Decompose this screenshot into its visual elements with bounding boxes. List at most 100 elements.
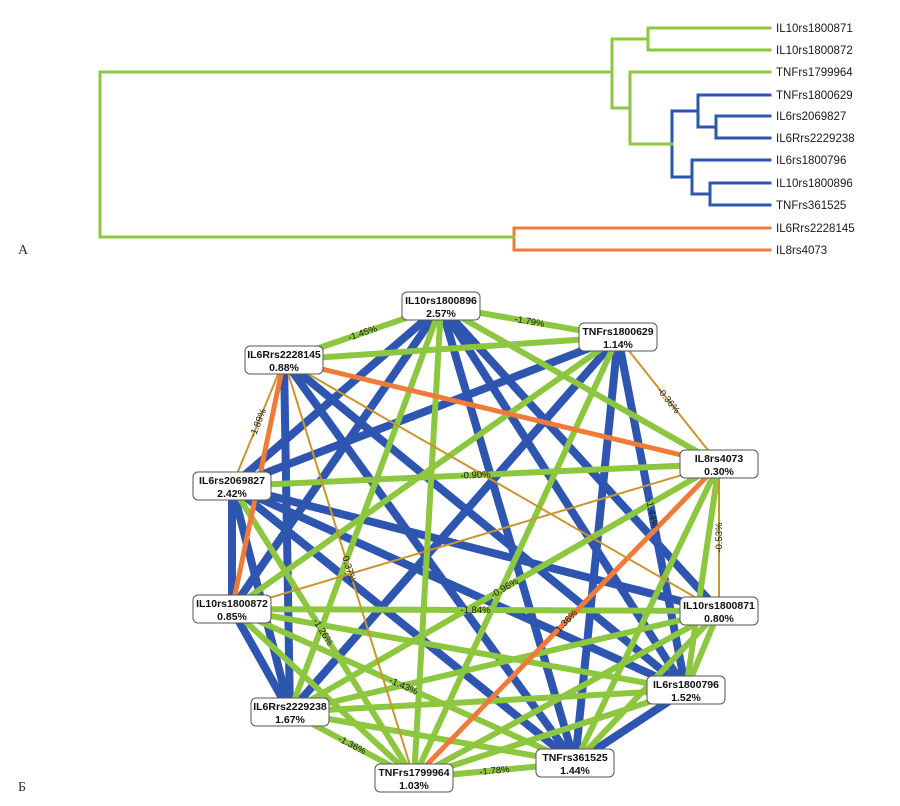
edge-weight-label: -0.90% <box>460 469 491 481</box>
network-edge <box>283 359 415 779</box>
network-edge <box>231 359 285 487</box>
dendrogram-leaf-label: IL10rs1800896 <box>776 178 853 190</box>
network-edge <box>412 462 721 780</box>
node-box <box>250 697 330 727</box>
node-name: IL10rs1800871 <box>683 600 755 612</box>
node-box <box>535 748 615 778</box>
node-value: 1.52% <box>671 692 701 704</box>
node-name: IL10rs1800872 <box>196 598 268 610</box>
edge-weight-label: -0.53% <box>714 522 725 553</box>
node-value: 1.14% <box>603 339 633 351</box>
node-value: 0.80% <box>704 613 734 625</box>
node-name: IL8rs4073 <box>695 453 744 465</box>
node-box <box>192 594 272 624</box>
node-value: 1.44% <box>560 765 590 777</box>
node-value: 2.42% <box>217 488 247 500</box>
dendrogram-leaf-label: TNFrs1799964 <box>776 67 853 79</box>
network-edge <box>228 607 294 714</box>
network-edge <box>614 336 690 691</box>
network-edge <box>229 482 578 767</box>
edge-weight-label: -1.45% <box>347 323 380 343</box>
network-edge <box>286 334 622 715</box>
node-value: 1.03% <box>399 780 429 792</box>
edge-weight-label: -1.79% <box>514 314 546 330</box>
edge-weight-label: -0.36% <box>654 386 682 417</box>
network-edge <box>412 608 721 781</box>
panel-label-a: A <box>18 243 29 258</box>
node-box <box>679 596 759 626</box>
node-name: IL6rs2069827 <box>199 475 265 487</box>
dendrogram-leaf-label: IL10rs1800871 <box>776 23 853 35</box>
network-edge <box>289 608 720 715</box>
network-edge <box>229 302 444 490</box>
node-value: 0.88% <box>269 362 299 374</box>
network-edge <box>231 606 720 614</box>
node-name: TNFrs1799964 <box>378 767 449 779</box>
node-value: 2.57% <box>426 308 456 320</box>
edge-weight-label: -1.43% <box>387 675 419 698</box>
edge-layer <box>228 302 722 781</box>
network-edge <box>231 461 720 489</box>
network-edge <box>437 304 579 765</box>
dendrogram-leaf-label: IL6rs2069827 <box>776 111 846 123</box>
network-edge <box>571 336 622 764</box>
node-value: 0.85% <box>217 611 247 623</box>
node-box <box>374 763 454 793</box>
network-edge <box>283 334 619 363</box>
network-edge <box>231 482 720 615</box>
network-edge <box>231 463 720 610</box>
panel-label-b: Б <box>18 780 27 795</box>
network-edge <box>439 303 721 467</box>
node-name: IL6Rrs2228145 <box>247 349 321 361</box>
dendrogram: IL10rs1800871IL10rs1800872TNFrs1799964TN… <box>98 23 855 257</box>
edge-weight-label: -1.78% <box>479 764 511 778</box>
network-edge <box>283 359 720 612</box>
edge-weight-label: -1.84% <box>460 605 491 616</box>
network-edge <box>230 482 688 694</box>
node-name: IL6Rrs2229238 <box>253 701 327 713</box>
node-name: TNFrs361525 <box>542 752 608 764</box>
network-edge <box>413 687 687 781</box>
node-name: TNFrs1800629 <box>582 326 653 338</box>
node-box <box>679 449 759 479</box>
network-edge <box>411 305 444 779</box>
node-value: 1.67% <box>275 714 305 726</box>
node-name: IL6rs1800796 <box>653 679 719 691</box>
node-box <box>244 345 324 375</box>
node-value: 0.30% <box>704 466 734 478</box>
network-edge <box>683 463 722 691</box>
dendrogram-leaf-label: IL8rs4073 <box>776 245 827 257</box>
edge-weight-label: -1.36% <box>336 734 368 758</box>
network-edge <box>230 333 620 490</box>
network-edge <box>280 357 579 766</box>
network-edge <box>617 336 720 465</box>
node-box <box>578 322 658 352</box>
node-box <box>646 675 726 705</box>
node-name: IL10rs1800896 <box>405 295 477 307</box>
dendrogram-leaf-label: TNFrs361525 <box>776 200 846 212</box>
network-edge <box>231 606 687 693</box>
network-edge <box>283 357 720 467</box>
network-edge <box>289 709 576 766</box>
dendrogram-leaf-label: TNFrs1800629 <box>776 90 853 102</box>
network-edge <box>572 462 722 765</box>
dendrogram-leaf-label: IL6rs1800796 <box>776 155 846 167</box>
dendrogram-leaf-label: IL6Rrs2228145 <box>776 223 855 235</box>
network-edge <box>288 461 721 715</box>
dendrogram-leaf-label: IL10rs1800872 <box>776 45 853 57</box>
node-box <box>401 291 481 321</box>
network-edge <box>280 359 294 713</box>
